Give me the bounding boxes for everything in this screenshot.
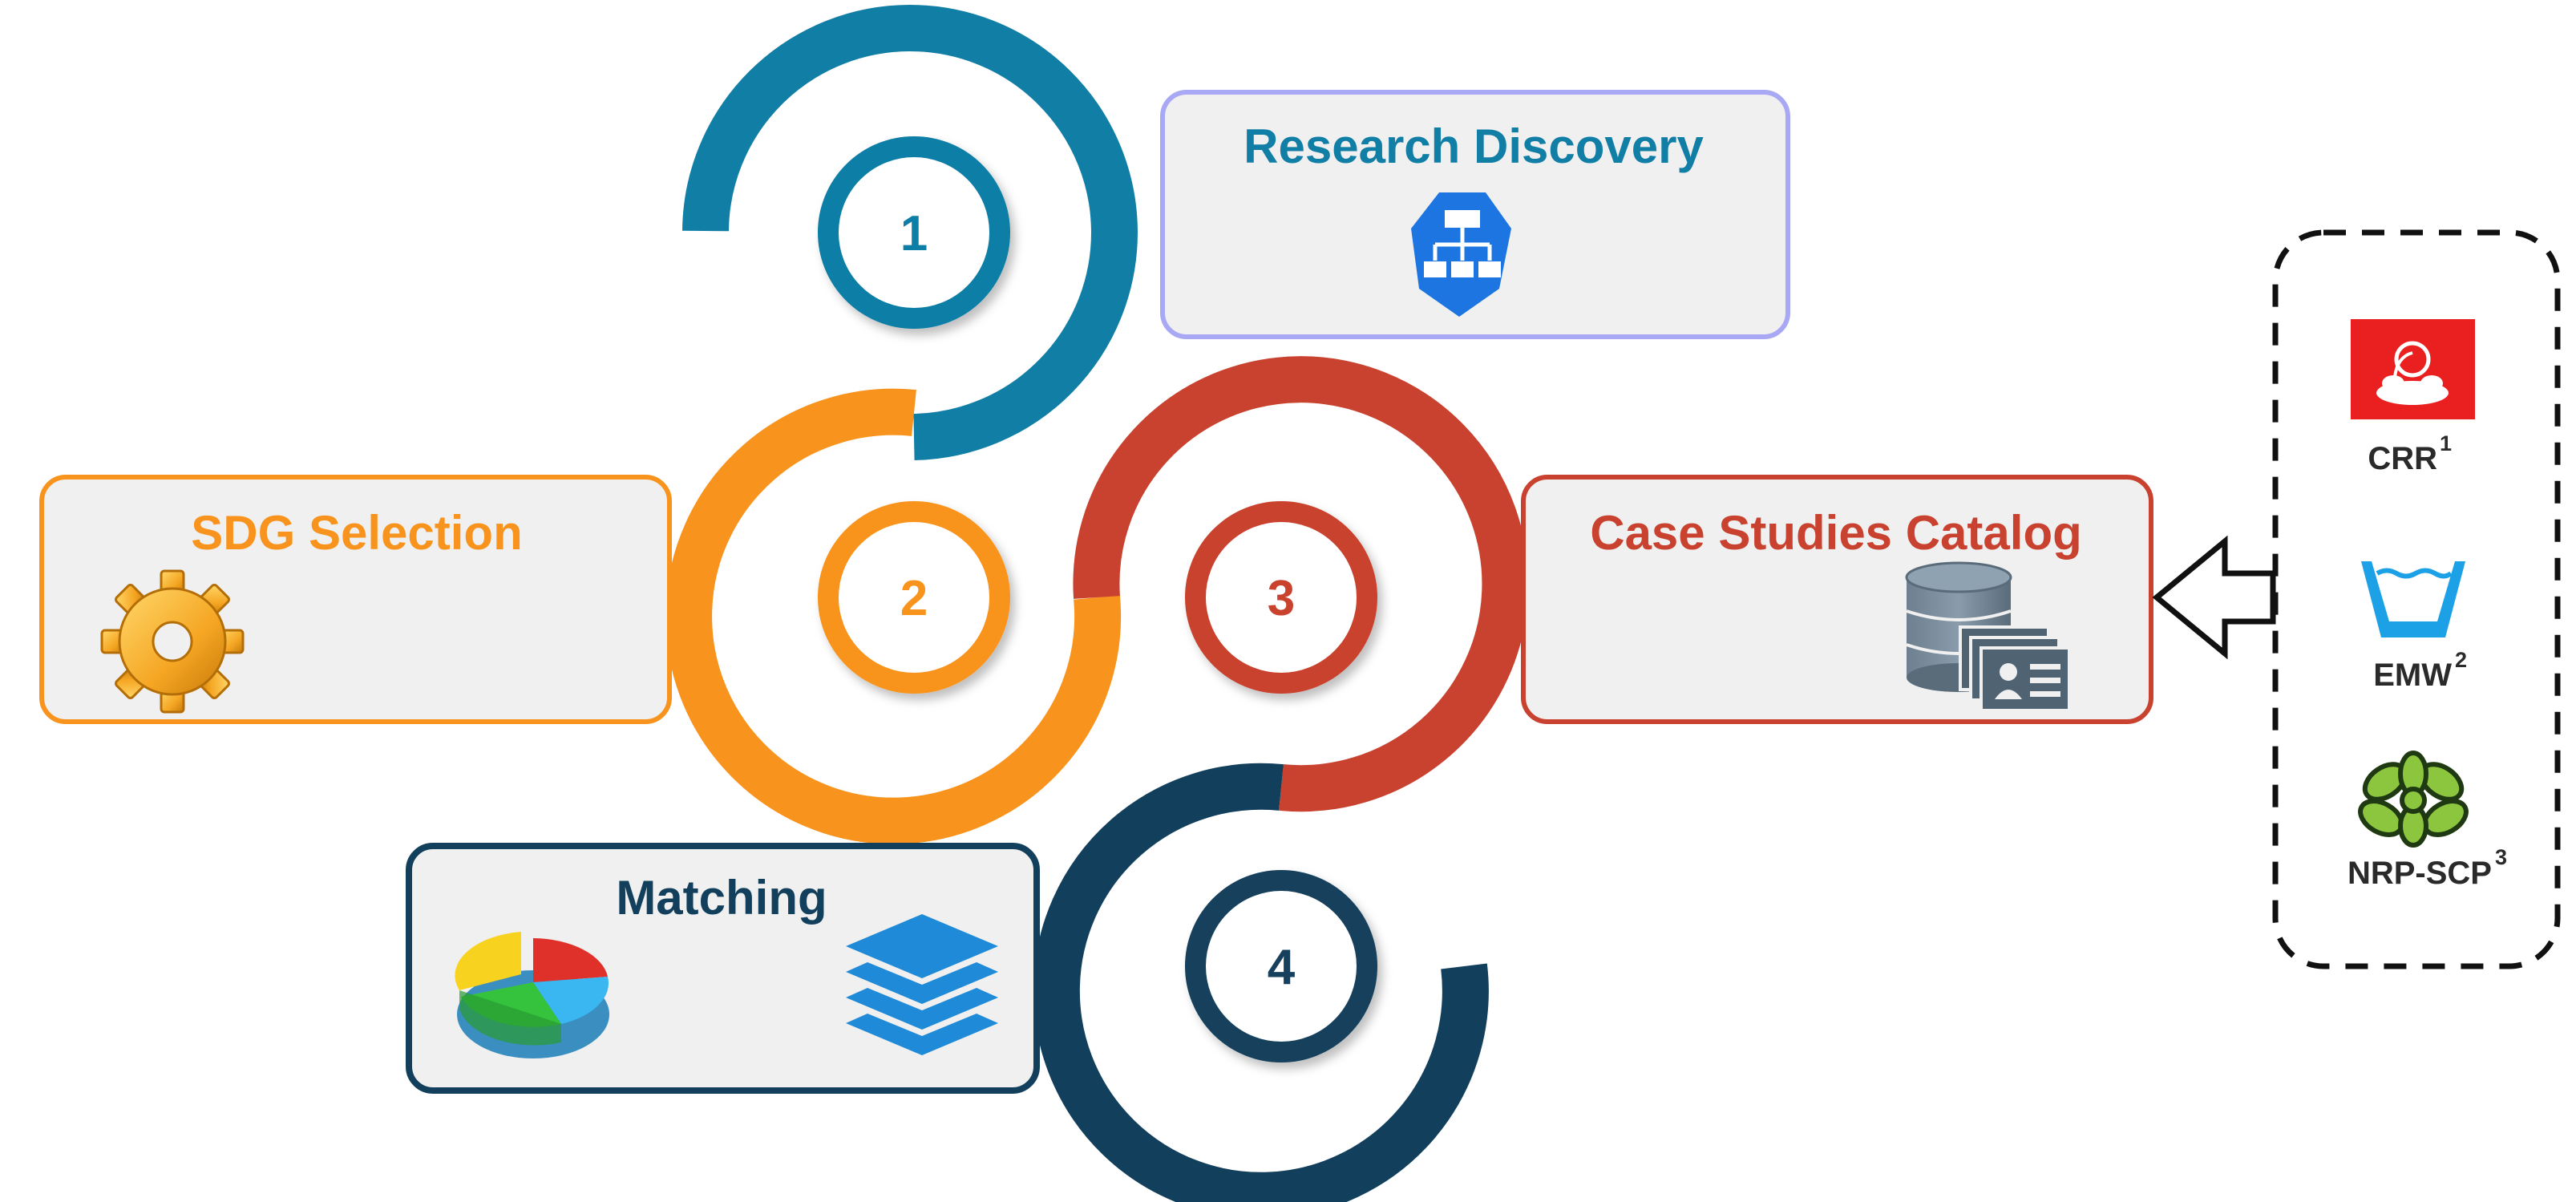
workflow-icon [1411, 192, 1511, 317]
input-arrow [2152, 535, 2276, 660]
step-4-ring: 4 [1185, 870, 1377, 1062]
step-3-number: 3 [1268, 571, 1295, 626]
step-3-ring: 3 [1185, 501, 1377, 694]
sdg-selection-box: SDG Selection [39, 475, 672, 724]
case-studies-catalog-box: Case Studies Catalog [1521, 475, 2153, 724]
case-studies-catalog-title: Case Studies Catalog [1590, 506, 2082, 560]
matching-box: Matching [406, 843, 1040, 1094]
pie-chart-icon [455, 932, 609, 1058]
emw-label: EMW [2373, 658, 2452, 693]
database-card-icon [1905, 561, 2071, 712]
gear-icon [100, 569, 245, 714]
leaf-icon [2358, 751, 2469, 848]
crr-superscript: 1 [2440, 431, 2452, 455]
step-4-number: 4 [1268, 940, 1296, 995]
water-basin-icon [2361, 561, 2465, 637]
crr-icon [2351, 319, 2475, 419]
matching-title: Matching [616, 871, 827, 925]
step-2-arc [665, 388, 1122, 844]
step-2-number: 2 [900, 571, 928, 626]
emw-superscript: 2 [2455, 648, 2467, 672]
research-discovery-box: Research Discovery [1160, 90, 1790, 339]
nrp-scp-label: NRP-SCP [2348, 856, 2492, 891]
step-3-arc [1073, 356, 1529, 812]
step-4-arc [1033, 763, 1489, 1202]
step-1-number: 1 [900, 206, 928, 261]
layers-icon [846, 914, 998, 1055]
nrp-scp-superscript: 3 [2495, 845, 2507, 869]
step-1-arc [682, 5, 1138, 460]
data-sources-panel: CRR 1 EMW 2 NRP-SCP 3 [2272, 229, 2561, 969]
step-2-ring: 2 [818, 501, 1010, 694]
sdg-selection-title: SDG Selection [191, 506, 522, 560]
crr-label: CRR [2368, 441, 2437, 476]
research-discovery-title: Research Discovery [1244, 119, 1704, 173]
step-1-ring: 1 [818, 136, 1010, 329]
